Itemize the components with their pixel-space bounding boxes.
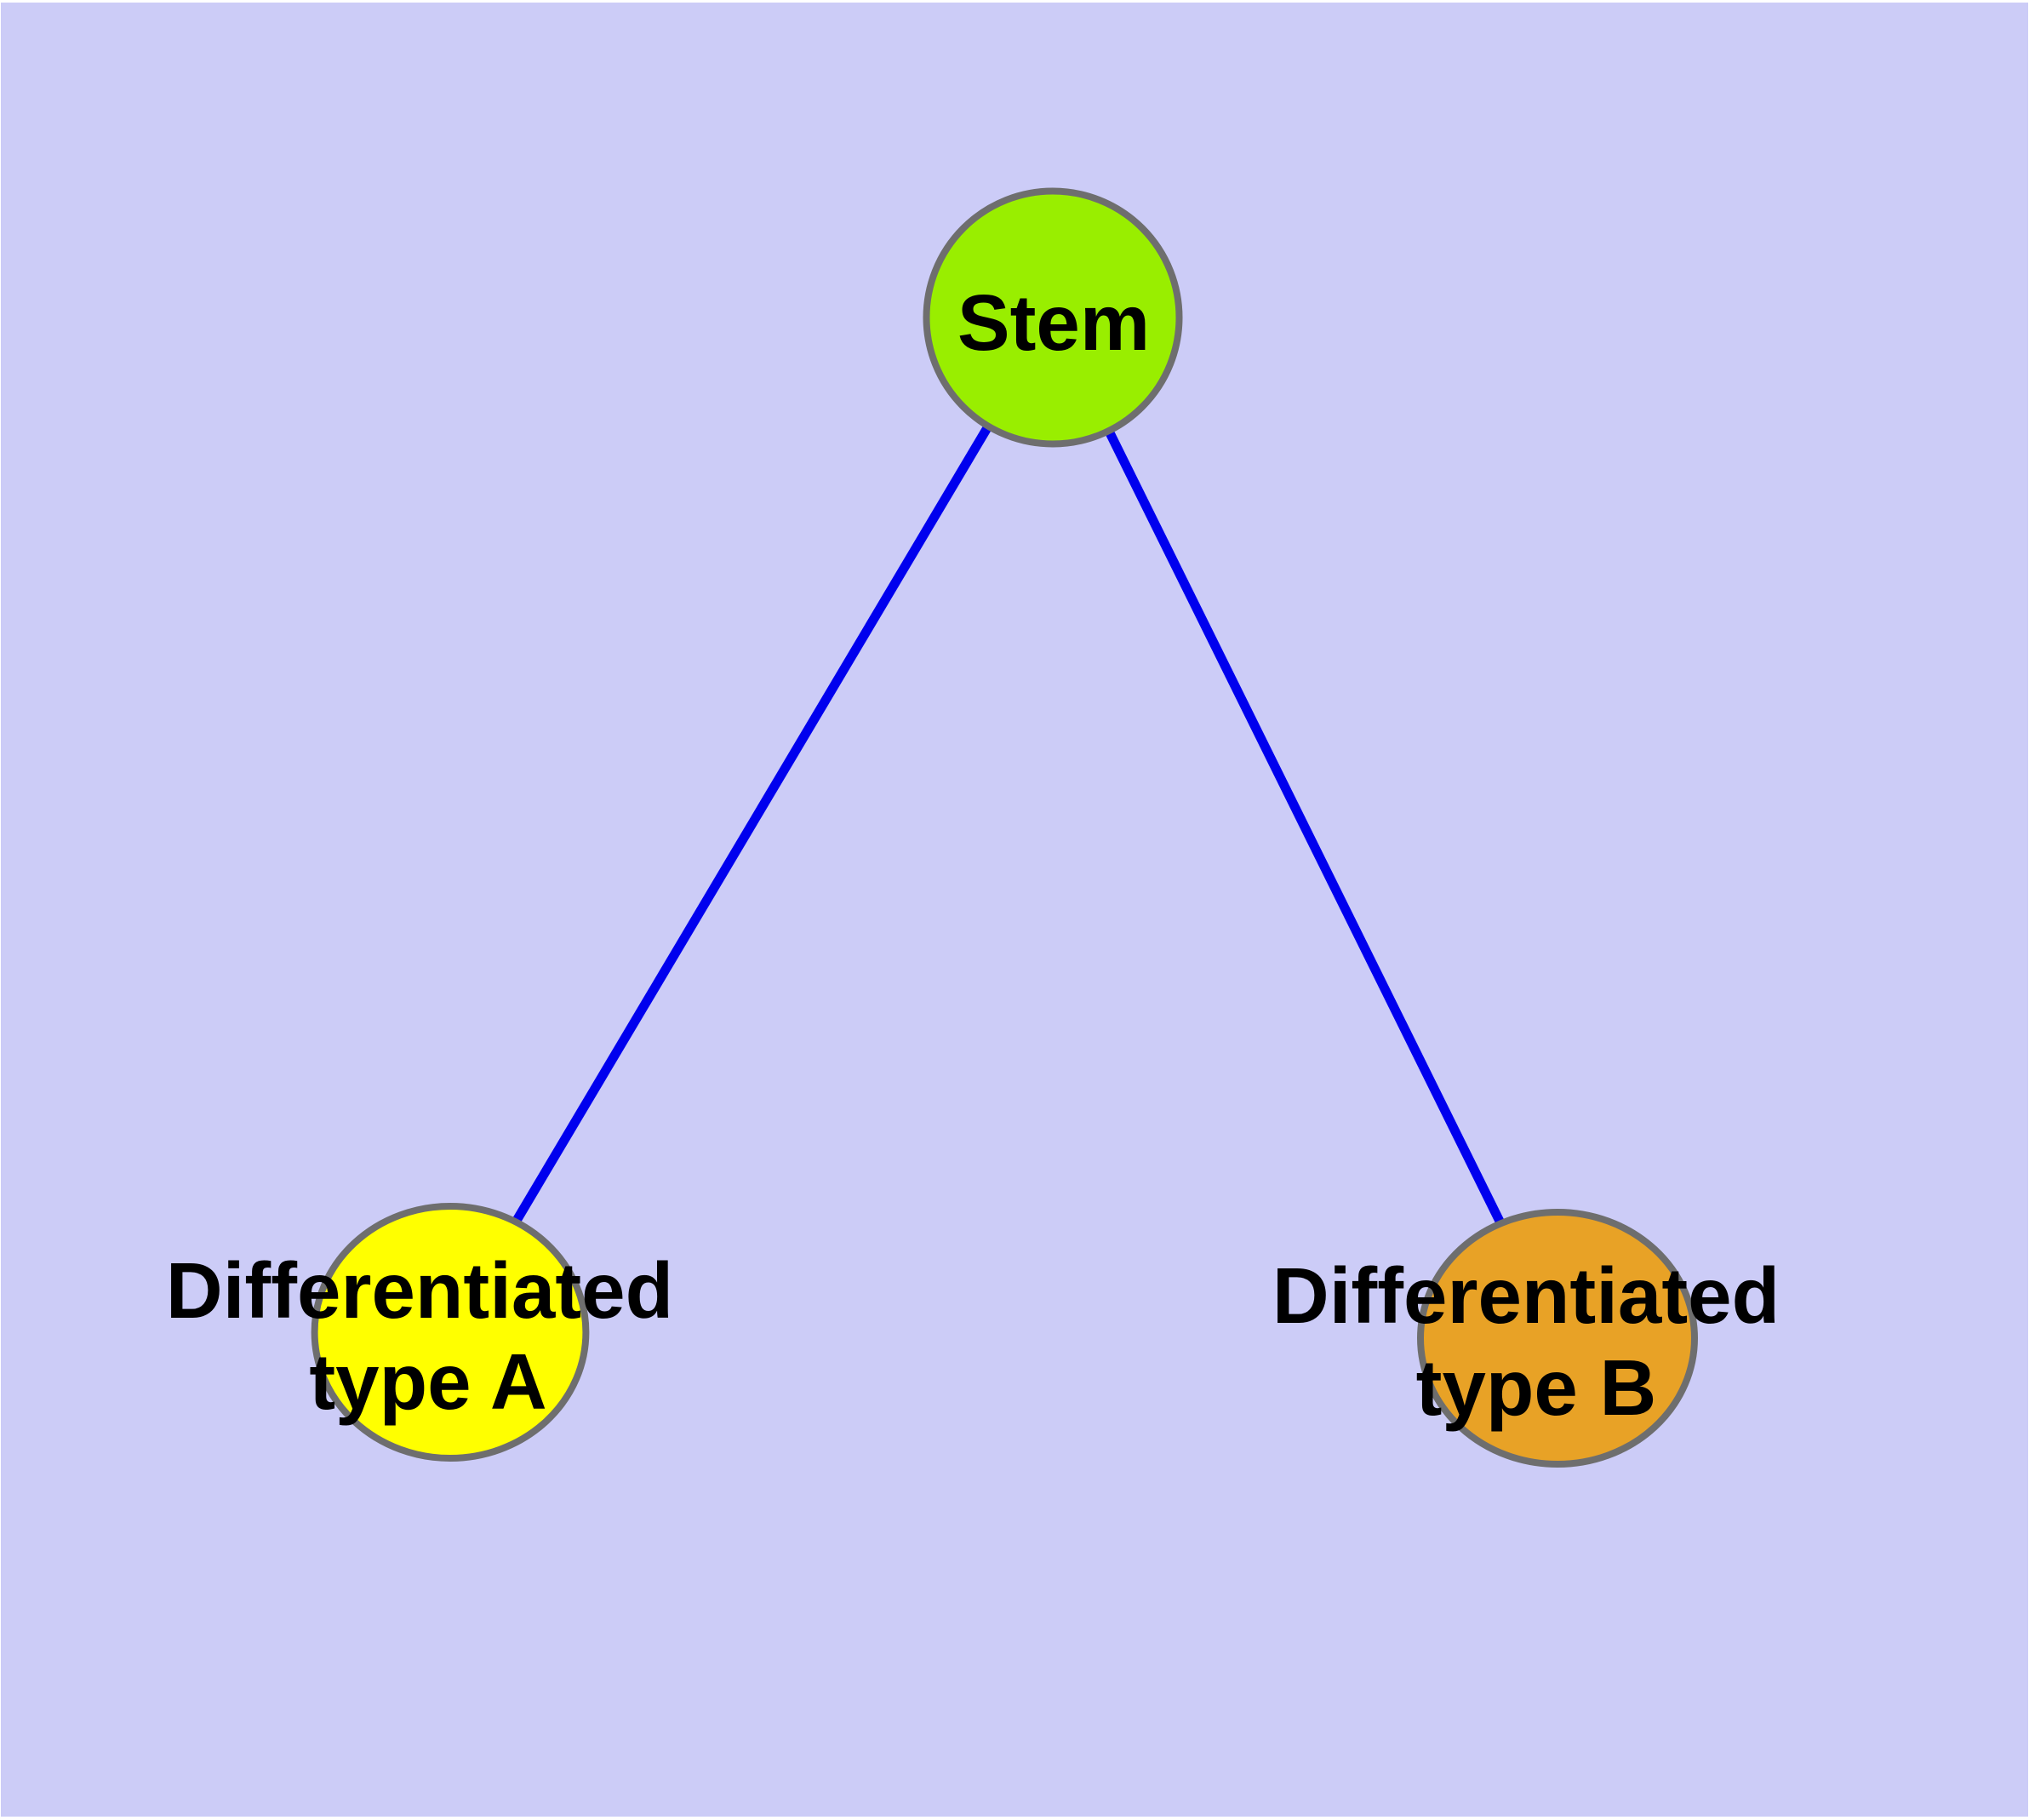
svg-text:type B: type B xyxy=(1416,1343,1657,1432)
svg-text:type A: type A xyxy=(309,1337,546,1426)
svg-text:Differentiated: Differentiated xyxy=(1272,1251,1780,1340)
svg-text:Differentiated: Differentiated xyxy=(166,1246,673,1335)
svg-text:Stem: Stem xyxy=(957,278,1150,367)
